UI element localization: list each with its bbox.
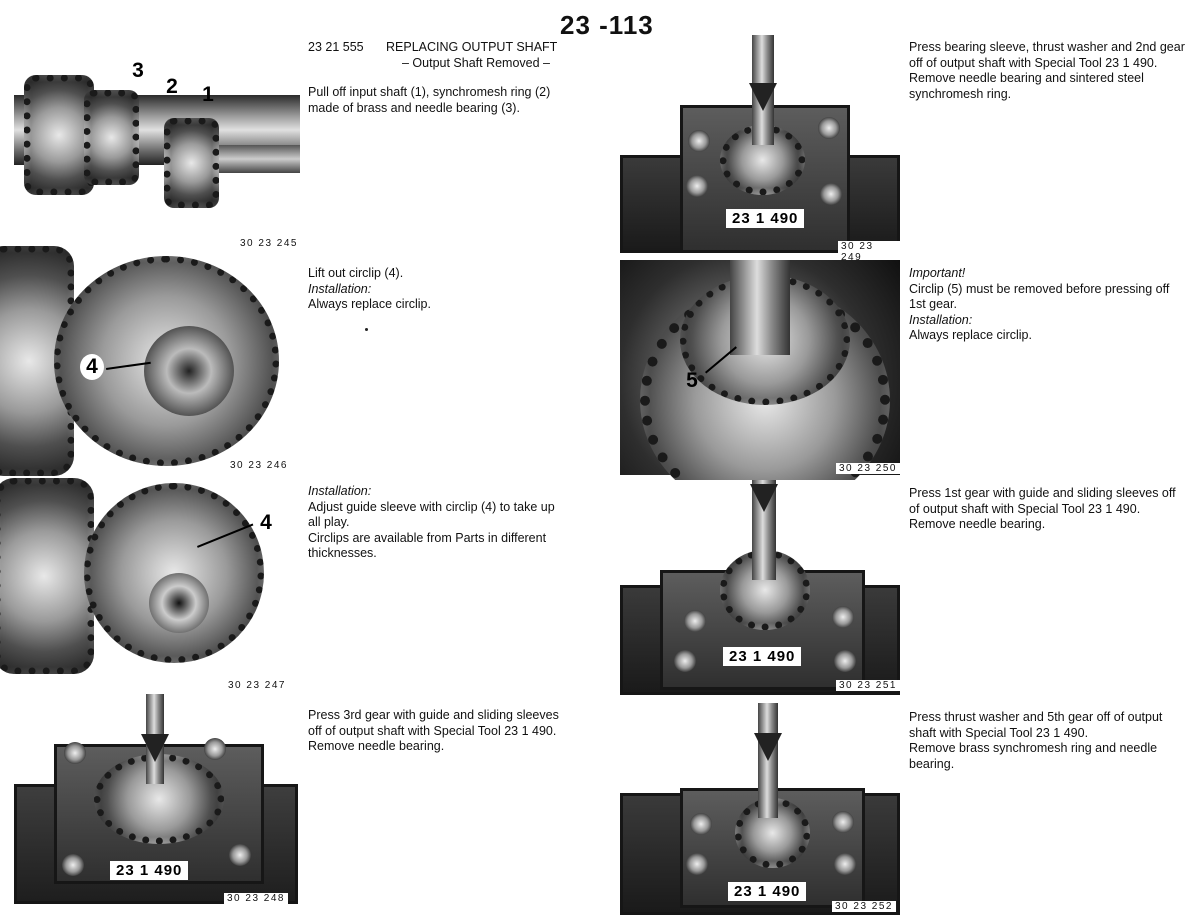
callout-3: 3	[132, 59, 144, 82]
bolt	[674, 650, 696, 672]
figure-press-5th-gear-photo: 23 1 490 30 23 252	[620, 703, 900, 915]
installation-label: Installation:	[308, 484, 372, 498]
step-text-line: thicknesses.	[308, 546, 377, 560]
step-text-line: Always replace circlip.	[909, 328, 1032, 342]
step-text-line: Remove brass synchromesh ring and needle	[909, 741, 1158, 755]
callout-2: 2	[166, 75, 178, 98]
figure-id: 30 23 246	[230, 460, 288, 471]
step-text-line: Press bearing sleeve, thrust washer and …	[909, 40, 1185, 54]
step-text-line: Always replace circlip.	[308, 297, 431, 311]
step-1-text: Pull off input shaft (1), synchromesh ri…	[308, 85, 550, 116]
figure-press-bearing-sleeve-photo: 23 1 490 30 23 249	[620, 35, 900, 263]
bolt	[832, 811, 854, 833]
arrow-down-icon	[750, 484, 778, 512]
step-text-line: Remove needle bearing.	[909, 517, 1046, 531]
bolt	[62, 854, 84, 876]
bolt	[818, 117, 840, 139]
bolt	[684, 610, 706, 632]
bolt	[64, 742, 86, 764]
step-8-text: Press thrust washer and 5th gear off of …	[909, 710, 1162, 772]
figure-circlip-5-photo: 5 30 23 250	[620, 260, 900, 515]
figure-id: 30 23 247	[228, 680, 286, 691]
bolt	[686, 175, 708, 197]
arrow-down-icon	[141, 734, 169, 762]
gear-shape	[0, 478, 94, 674]
step-text-line: Adjust guide sleeve with circlip (4) to …	[308, 499, 555, 514]
output-shaft	[730, 260, 790, 355]
step-text-line: Circlip (5) must be removed before press…	[909, 281, 1170, 296]
bolt	[204, 738, 226, 760]
step-6-text: Important! Circlip (5) must be removed b…	[909, 266, 1169, 344]
shaft-hub	[144, 326, 234, 416]
shaft-end	[219, 145, 300, 173]
arrow-down-icon	[754, 733, 782, 761]
tool-label: 23 1 490	[110, 861, 189, 880]
tool-label: 23 1 490	[728, 882, 807, 901]
bolt	[229, 844, 251, 866]
section-subtitle: – Output Shaft Removed –	[402, 55, 551, 70]
step-text-line: shaft with Special Tool 23 1 490.	[909, 725, 1089, 740]
bolt	[820, 183, 842, 205]
step-text-line: all play.	[308, 515, 350, 529]
step-5-text: Press bearing sleeve, thrust washer and …	[909, 40, 1185, 102]
figure-circlip-photo: 4	[0, 246, 279, 476]
step-2-text: Lift out circlip (4). Installation: Alwa…	[308, 266, 431, 313]
bolt	[834, 650, 856, 672]
bolt	[686, 853, 708, 875]
callout-5: 5	[686, 369, 698, 392]
bolt	[688, 130, 710, 152]
figure-input-shaft-photo: 3 2 1	[14, 59, 300, 212]
step-text-line: made of brass and needle bearing (3).	[308, 100, 520, 115]
tool-label: 23 1 490	[723, 647, 802, 666]
figure-id: 30 23 245	[240, 238, 298, 249]
step-text-line: Pull off input shaft (1), synchromesh ri…	[308, 85, 551, 99]
step-text-line: Lift out circlip (4).	[308, 266, 404, 280]
section-header: 23 21 555 REPLACING OUTPUT SHAFT – Output…	[308, 40, 557, 71]
bolt	[690, 813, 712, 835]
step-4-text: Press 3rd gear with guide and sliding sl…	[308, 708, 559, 755]
arrow-down-icon	[749, 83, 777, 111]
section-title: REPLACING OUTPUT SHAFT	[386, 40, 558, 54]
step-text-line: Remove needle bearing.	[308, 739, 445, 753]
step-text-line: Circlips are available from Parts in dif…	[308, 530, 547, 545]
figure-id: 30 23 248	[224, 893, 288, 904]
figure-id: 30 23 251	[836, 680, 900, 691]
figure-id: 30 23 252	[832, 901, 896, 912]
installation-label: Installation:	[909, 312, 973, 327]
step-3-text: Installation: Adjust guide sleeve with c…	[308, 484, 555, 562]
callout-1: 1	[202, 83, 214, 106]
section-code: 23 21 555	[308, 40, 364, 54]
step-text-line: off of output shaft with Special Tool 23…	[308, 723, 557, 738]
step-text-line: bearing.	[909, 756, 955, 771]
step-text-line: synchromesh ring.	[909, 86, 1012, 101]
figure-press-1st-gear-photo: 23 1 490 30 23 251	[620, 480, 900, 695]
speck	[365, 328, 368, 331]
figure-guide-sleeve-photo: 4	[0, 478, 272, 674]
figure-id: 30 23 249	[838, 241, 900, 263]
step-text-line: Press 1st gear with guide and sliding sl…	[909, 486, 1176, 500]
step-text-line: Remove needle bearing and sintered steel	[909, 71, 1144, 85]
installation-label: Installation:	[308, 281, 372, 296]
figure-id: 30 23 250	[836, 463, 900, 474]
step-text-line: of output shaft with Special Tool 23 1 4…	[909, 501, 1141, 516]
step-text-line: Press thrust washer and 5th gear off of …	[909, 710, 1163, 724]
step-text-line: 1st gear.	[909, 297, 957, 311]
step-7-text: Press 1st gear with guide and sliding sl…	[909, 486, 1176, 533]
step-text-line: Press 3rd gear with guide and sliding sl…	[308, 708, 559, 722]
gear-shape	[84, 90, 139, 185]
bolt	[832, 606, 854, 628]
callout-4: 4	[80, 354, 104, 380]
callout-4: 4	[260, 511, 272, 534]
important-label: Important!	[909, 266, 966, 280]
bolt	[834, 853, 856, 875]
tool-label: 23 1 490	[726, 209, 805, 228]
figure-press-3rd-gear-photo: 23 1 490 30 23 248	[14, 694, 298, 908]
step-text-line: off of output shaft with Special Tool 23…	[909, 55, 1158, 70]
shaft-hub	[149, 573, 209, 633]
gear-shape	[164, 118, 219, 208]
